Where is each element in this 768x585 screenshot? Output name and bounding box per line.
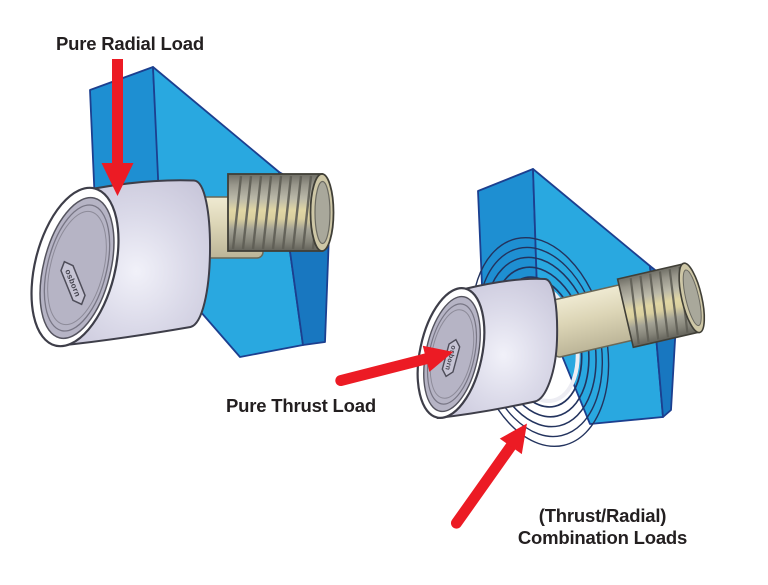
- radial-load-arrow: [101, 59, 134, 196]
- left-stud-threads: [227, 173, 335, 252]
- thrust-load-arrow: [335, 345, 454, 387]
- thrust-load-label: Pure Thrust Load: [226, 395, 376, 416]
- right-assembly: osborn: [416, 168, 706, 448]
- right-stud-threads: [616, 262, 706, 349]
- combination-load-arrow: [450, 423, 527, 529]
- radial-load-label: Pure Radial Load: [56, 33, 204, 54]
- left-assembly: osborn: [30, 66, 335, 358]
- combination-load-label: (Thrust/Radial) Combination Loads: [500, 505, 705, 549]
- right-stud: [543, 262, 706, 358]
- combination-load-label-line2: Combination Loads: [517, 527, 688, 548]
- combination-load-label-line1: (Thrust/Radial): [538, 505, 667, 526]
- left-bearing-face: osborn: [30, 186, 120, 348]
